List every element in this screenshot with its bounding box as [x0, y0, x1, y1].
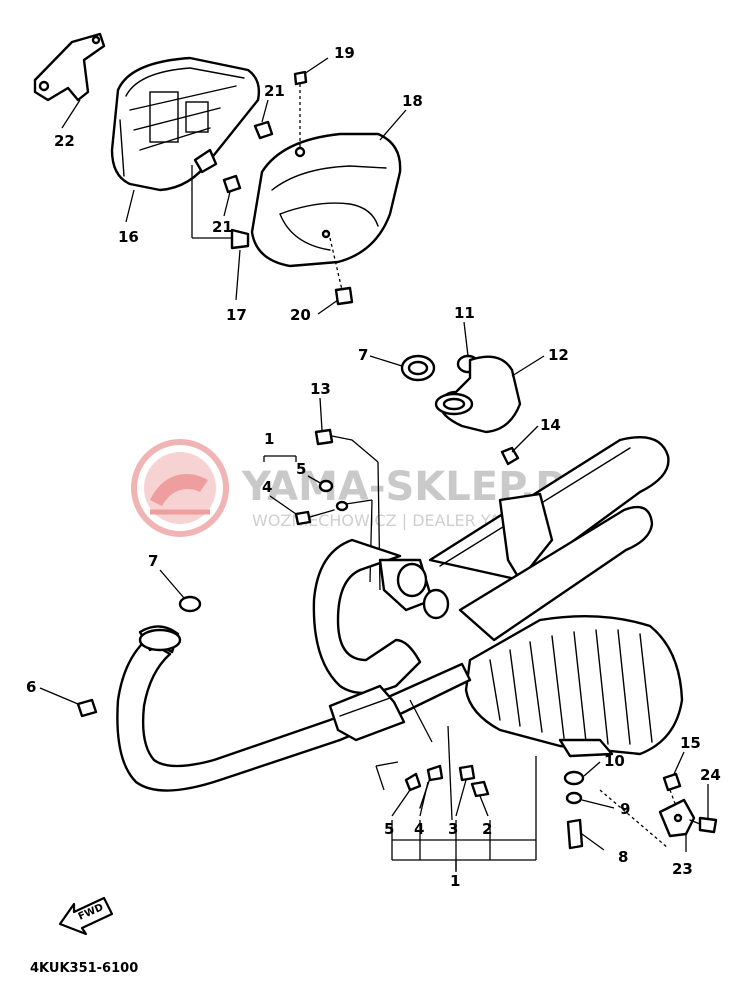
callout-5-upper: 5	[296, 460, 306, 478]
callout-labels: 19 21 18 22 21 16 17 20 7 11 12 13 1 5 4…	[26, 44, 721, 890]
bolt-part-4-lower	[419, 764, 444, 809]
callout-12: 12	[548, 346, 569, 364]
watermark: YAMA-SKLEP.PL WOZNIECHOWICZ | DEALER YAM…	[131, 439, 590, 537]
screw-part-20	[329, 237, 354, 306]
air-cleaner-case-part-16	[110, 56, 261, 192]
washer-part-9	[565, 791, 583, 805]
washer-part-10	[563, 770, 585, 786]
air-cleaner-cover-part-18	[250, 132, 402, 268]
callout-9: 9	[620, 800, 630, 818]
bracket-part-23	[599, 789, 696, 852]
watermark-subtitle: WOZNIECHOWICZ | DEALER YAMAHA	[252, 511, 548, 530]
callout-4-lower: 4	[414, 820, 424, 838]
washer-part-5-lower	[404, 772, 422, 792]
callout-7-upper: 7	[358, 346, 368, 364]
callout-23: 23	[672, 860, 693, 878]
exhaust-pipe-rear	[312, 538, 450, 695]
grommet-part-21b	[222, 174, 242, 194]
callout-6: 6	[26, 678, 36, 696]
bolt-part-17	[191, 165, 250, 250]
bolt-part-4-upper	[294, 499, 373, 583]
callout-2: 2	[482, 820, 492, 838]
callout-15: 15	[680, 734, 701, 752]
screw-part-19	[293, 70, 308, 148]
fwd-arrow-icon: FWD	[58, 896, 114, 936]
gasket-part-7-lower	[178, 595, 202, 613]
bolt-part-13	[314, 428, 381, 591]
bracket-part-22	[33, 32, 106, 102]
callout-7-lower: 7	[148, 552, 158, 570]
exhaust-pipe-front	[116, 625, 472, 792]
nut-part-3	[458, 764, 476, 782]
callout-3: 3	[448, 820, 458, 838]
bolt-part-8	[566, 818, 605, 851]
callout-11: 11	[454, 304, 475, 322]
muffler-upper-part-1	[428, 436, 670, 642]
callout-17: 17	[226, 306, 247, 324]
nut-part-15	[662, 772, 682, 807]
callout-20: 20	[290, 306, 311, 324]
exhaust-joint-part-12	[434, 355, 522, 434]
callout-21b: 21	[212, 218, 233, 236]
part-code: 4KUK351-6100	[30, 961, 138, 976]
callout-8: 8	[618, 848, 628, 866]
callout-22: 22	[54, 132, 75, 150]
bolt-part-2	[470, 780, 490, 798]
watermark-logo-icon	[131, 439, 229, 537]
callout-19: 19	[334, 44, 355, 62]
callout-10: 10	[604, 752, 625, 770]
muffler-lower-part-1	[464, 614, 684, 758]
leader-group-lower	[375, 699, 537, 872]
nut-part-6	[76, 698, 98, 718]
callout-1-lower: 1	[450, 872, 460, 890]
gasket-part-7-upper	[400, 354, 436, 382]
washer-part-5-upper	[318, 479, 334, 493]
callout-1-upper: 1	[264, 430, 274, 448]
callout-13: 13	[310, 380, 331, 398]
callout-5-lower: 5	[384, 820, 394, 838]
callout-16: 16	[118, 228, 139, 246]
nut-part-14	[500, 446, 520, 466]
callout-18: 18	[402, 92, 423, 110]
grommet-part-21a	[253, 120, 274, 140]
callout-14: 14	[540, 416, 561, 434]
callout-4-upper: 4	[262, 478, 272, 496]
callout-21a: 21	[264, 82, 285, 100]
bolt-part-24	[689, 816, 718, 834]
callout-24: 24	[700, 766, 721, 784]
